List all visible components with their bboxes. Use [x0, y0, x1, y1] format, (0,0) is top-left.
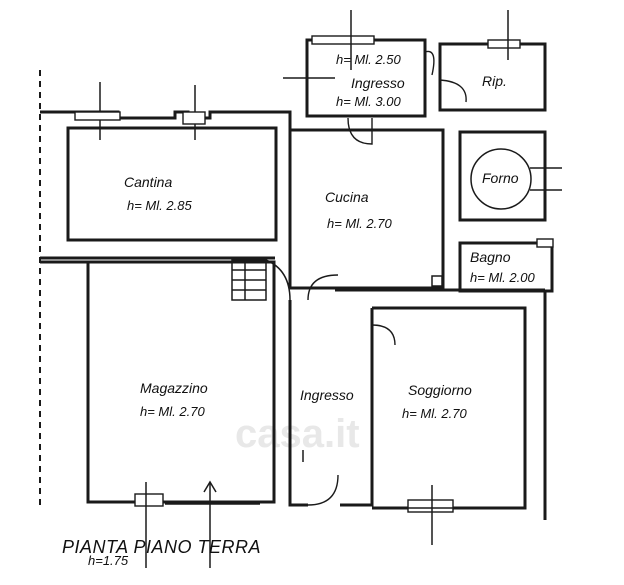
forno-bagno-walls — [458, 130, 562, 293]
room-magazzino-h: h= Ml. 2.70 — [140, 404, 205, 419]
room-rip-name: Rip. — [482, 73, 507, 89]
forno-oven-shape — [470, 148, 532, 210]
plan-title: PIANTA PIANO TERRA — [62, 537, 261, 557]
room-cucina-h: h= Ml. 2.70 — [327, 216, 392, 231]
plan-note: h=1.75 — [88, 553, 129, 568]
stairs — [231, 259, 291, 301]
room-magazzino-name: Magazzino — [140, 380, 208, 396]
room-ingresso-top-name: Ingresso — [351, 75, 405, 91]
room-bagno-h: h= Ml. 2.00 — [470, 270, 535, 285]
room-cantina-name: Cantina — [124, 174, 172, 190]
watermark: casa.it — [235, 412, 360, 456]
ingresso-mid-walls — [288, 274, 374, 507]
ingresso-top-walls — [283, 10, 547, 118]
magazzino-walls — [86, 260, 276, 568]
room-forno-name: Forno — [482, 170, 519, 186]
room-cucina-name: Cucina — [325, 189, 369, 205]
cantina-walls — [40, 82, 292, 242]
room-bagno-name: Bagno — [470, 249, 511, 265]
cucina-walls — [288, 117, 445, 290]
room-ingresso-mid-name: Ingresso — [300, 387, 354, 403]
room-cantina-h: h= Ml. 2.85 — [127, 198, 192, 213]
room-soggiorno-h: h= Ml. 2.70 — [402, 406, 467, 421]
room-ingresso-top-h1: h= Ml. 2.50 — [336, 52, 401, 67]
room-ingresso-top-h2: h= Ml. 3.00 — [336, 94, 401, 109]
soggiorno-walls — [335, 288, 547, 545]
room-soggiorno-name: Soggiorno — [408, 382, 472, 398]
